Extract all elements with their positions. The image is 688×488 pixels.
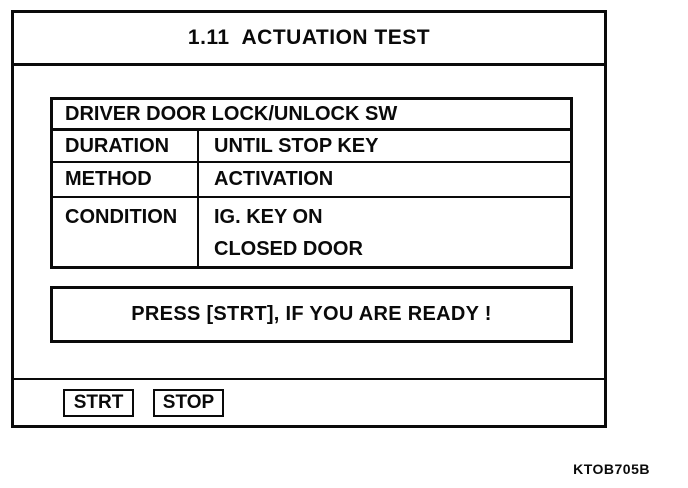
screen-content: DRIVER DOOR LOCK/UNLOCK SW DURATION UNTI… <box>14 97 604 343</box>
actuation-test-table: DRIVER DOOR LOCK/UNLOCK SW DURATION UNTI… <box>50 97 573 269</box>
scan-tool-screen-frame: 1.11 ACTUATION TEST DRIVER DOOR LOCK/UNL… <box>11 10 607 428</box>
figure-code-label: KTOB705B <box>573 461 650 477</box>
soft-key-bar: STRT STOP <box>14 378 604 425</box>
screen-title-bar: 1.11 ACTUATION TEST <box>14 13 604 66</box>
row-label: DURATION <box>53 131 199 161</box>
table-header-row: DRIVER DOOR LOCK/UNLOCK SW <box>53 100 570 131</box>
row-label: METHOD <box>53 163 199 196</box>
prompt-message-box: PRESS [STRT], IF YOU ARE READY ! <box>50 286 573 343</box>
row-value: ACTIVATION <box>214 168 334 190</box>
table-row-duration: DURATION UNTIL STOP KEY <box>53 131 570 163</box>
table-row-method: METHOD ACTIVATION <box>53 163 570 198</box>
row-value: UNTIL STOP KEY <box>214 134 379 157</box>
prompt-message: PRESS [STRT], IF YOU ARE READY ! <box>131 303 492 325</box>
page-title: 1.11 ACTUATION TEST <box>187 26 431 49</box>
row-value: IG. KEY ON CLOSED DOOR <box>214 206 363 260</box>
strt-button[interactable]: STRT <box>63 388 134 417</box>
test-item-name: DRIVER DOOR LOCK/UNLOCK SW <box>65 102 398 125</box>
table-row-condition: CONDITION IG. KEY ON CLOSED DOOR <box>53 198 570 266</box>
stop-button[interactable]: STOP <box>153 388 224 417</box>
row-label: CONDITION <box>53 198 199 266</box>
